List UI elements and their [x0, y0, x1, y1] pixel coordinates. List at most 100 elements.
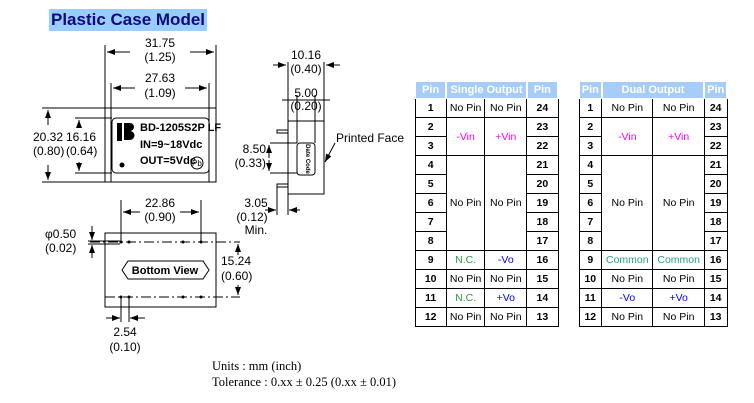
pin-number-left: 2 — [578, 117, 603, 137]
pin-function-left: No Pin — [445, 307, 486, 327]
table-row: 8 17 — [414, 231, 559, 251]
pin-number-left: 8 — [414, 231, 447, 251]
pin-number-left: 10 — [414, 269, 447, 289]
dim-length-mm: 31.75 — [145, 36, 175, 50]
dim-bottom-pin-row-in: (0.90) — [144, 210, 175, 224]
pin-number-left: 7 — [578, 212, 603, 232]
pin-function-right: No Pin — [484, 155, 528, 251]
units-note: Units : mm (inch) — [212, 359, 302, 373]
pin-number-right: 15 — [526, 269, 559, 289]
pin-number-right: 14 — [703, 288, 728, 308]
pin-number-left: 1 — [578, 98, 603, 118]
pin-number-left: 4 — [578, 155, 603, 175]
pin-number-right: 22 — [526, 136, 559, 156]
bottom-view-label-frame — [121, 260, 210, 280]
pin-function-left: No Pin — [601, 98, 654, 118]
table-row: 7 18 — [578, 212, 728, 232]
pin-function-left: No Pin — [445, 269, 486, 289]
pin-number-right: 24 — [526, 98, 559, 118]
pin-function-right: +Vin — [652, 117, 705, 156]
pin-function-left: No Pin — [445, 155, 486, 251]
pin-number-left: 5 — [578, 174, 603, 194]
dim-pitch-in: (0.10) — [109, 340, 140, 354]
pin-number-right: 17 — [526, 231, 559, 251]
dim-row-spacing-mm: 15.24 — [221, 254, 251, 268]
dim-inner-height-mm: 16.16 — [66, 130, 96, 144]
pin-number-right: 24 — [703, 98, 728, 118]
pin-number-right: 13 — [526, 307, 559, 327]
dim-pin-row-in: (1.09) — [144, 86, 175, 100]
dim-pin-length-note: Min. — [245, 223, 268, 237]
label-line-3: OUT=5Vdc — [140, 155, 196, 167]
pin-function-left: No Pin — [601, 155, 654, 251]
table-header: Pin Dual Output Pin — [578, 82, 728, 99]
dim-pin-spacing-in: (0.33) — [235, 156, 266, 170]
pin-number-left: 12 — [414, 307, 447, 327]
dim-inner-height-in: (0.64) — [66, 144, 97, 158]
pin-number-right: 21 — [526, 155, 559, 175]
pin-number-right: 23 — [703, 117, 728, 137]
pb-free-icon: Pb — [190, 156, 204, 170]
pin-number-right: 20 — [703, 174, 728, 194]
header-pin-left: Pin — [413, 82, 448, 99]
pin-number-right: 13 — [703, 307, 728, 327]
dim-width-in: (0.40) — [290, 62, 321, 76]
pin-function-right: No Pin — [652, 98, 705, 118]
pin-number-left: 2 — [414, 117, 447, 137]
pin-dots — [119, 162, 203, 299]
label-line-1: BD-1205S2P LF — [140, 122, 221, 134]
pin-number-left: 6 — [414, 193, 447, 213]
pin-number-left: 4 — [414, 155, 447, 175]
pin-number-left: 5 — [414, 174, 447, 194]
pin-function-right: No Pin — [652, 307, 705, 327]
pin-number-left: 12 — [578, 307, 603, 327]
pin-function-right: No Pin — [652, 269, 705, 289]
pin-number-left: 11 — [414, 288, 447, 308]
pin-number-left: 6 — [578, 193, 603, 213]
label-line-2: IN=9~18Vdc — [140, 139, 202, 151]
pin-number-right: 18 — [703, 212, 728, 232]
pin-function-right: -Vo — [484, 250, 528, 270]
pin-function-right: +Vo — [652, 288, 705, 308]
tolerance-note: Tolerance : 0.xx ± 0.25 (0.xx ± 0.01) — [212, 375, 396, 389]
pin-number-left: 11 — [578, 288, 603, 308]
pin-number-right: 16 — [703, 250, 728, 270]
page-title: Plastic Case Model — [49, 9, 208, 31]
top-view — [42, 45, 217, 183]
header-single-output: Single Output — [445, 82, 528, 99]
header-pin-left: Pin — [578, 82, 603, 99]
pin-number-left: 7 — [414, 212, 447, 232]
dim-bottom-pin-row-mm: 22.86 — [145, 196, 175, 210]
svg-text:Pb: Pb — [192, 159, 202, 168]
dim-pitch-mm: 2.54 — [113, 325, 137, 339]
pin-function-right: No Pin — [652, 155, 705, 251]
pin-number-left: 3 — [414, 136, 447, 156]
pin-number-right: 15 — [703, 269, 728, 289]
pin-function-right: +Vo — [484, 288, 528, 308]
pin-function-right: No Pin — [484, 307, 528, 327]
pin-number-right: 22 — [703, 136, 728, 156]
date-code-box — [296, 142, 316, 176]
pin-number-left: 1 — [414, 98, 447, 118]
pin-function-left: -Vo — [601, 288, 654, 308]
pin1-marker — [119, 162, 125, 168]
dim-pin-offset-in: (0.20) — [290, 99, 321, 113]
dim-height-in: (0.80) — [33, 144, 64, 158]
pin-number-right: 17 — [703, 231, 728, 251]
dim-pin-spacing-mm: 8.50 — [243, 142, 267, 156]
bottom-view-outline — [104, 232, 217, 308]
pin-function-right: +Vin — [484, 117, 528, 156]
pin-function-left: N.C. — [445, 288, 486, 308]
header-pin-right: Pin — [525, 82, 560, 99]
pin-number-left: 9 — [578, 250, 603, 270]
table-row: 3 22 — [414, 136, 559, 156]
